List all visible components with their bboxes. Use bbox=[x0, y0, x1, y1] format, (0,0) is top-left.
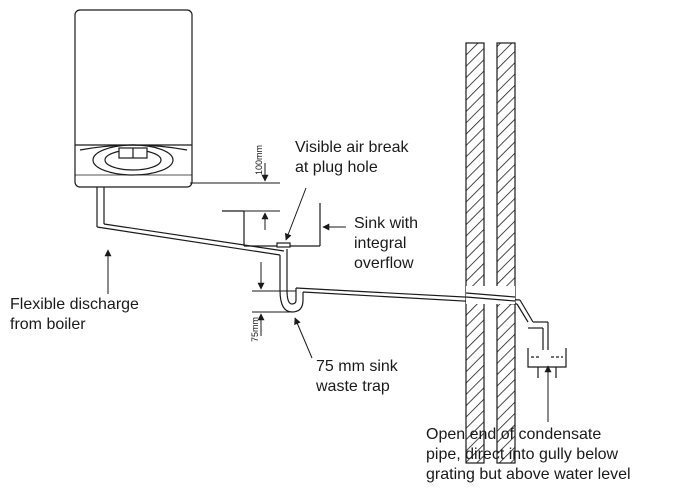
gully bbox=[527, 348, 567, 378]
boiler bbox=[74, 9, 193, 188]
trap-leader bbox=[294, 317, 313, 359]
dimension-75mm bbox=[252, 262, 296, 336]
dimension-100mm bbox=[190, 163, 280, 230]
trap-label: 75 mm sink waste trap bbox=[316, 358, 398, 395]
open-end-label: Open end of condensate pipe, direct into… bbox=[426, 426, 631, 483]
sink bbox=[222, 203, 321, 248]
air-break-label: Visible air break at plug hole bbox=[295, 139, 409, 176]
leader-lines bbox=[104, 187, 552, 422]
wall bbox=[465, 42, 516, 464]
dimension-75mm-label: 75mm bbox=[250, 317, 260, 342]
dimension-100mm-label: 100mm bbox=[254, 145, 264, 175]
sink-label: Sink with integral overflow bbox=[354, 215, 419, 272]
discharge-pipe bbox=[96, 187, 549, 350]
air-break-leader bbox=[284, 187, 307, 241]
flexible-discharge-label: Flexible discharge from boiler bbox=[10, 296, 139, 333]
